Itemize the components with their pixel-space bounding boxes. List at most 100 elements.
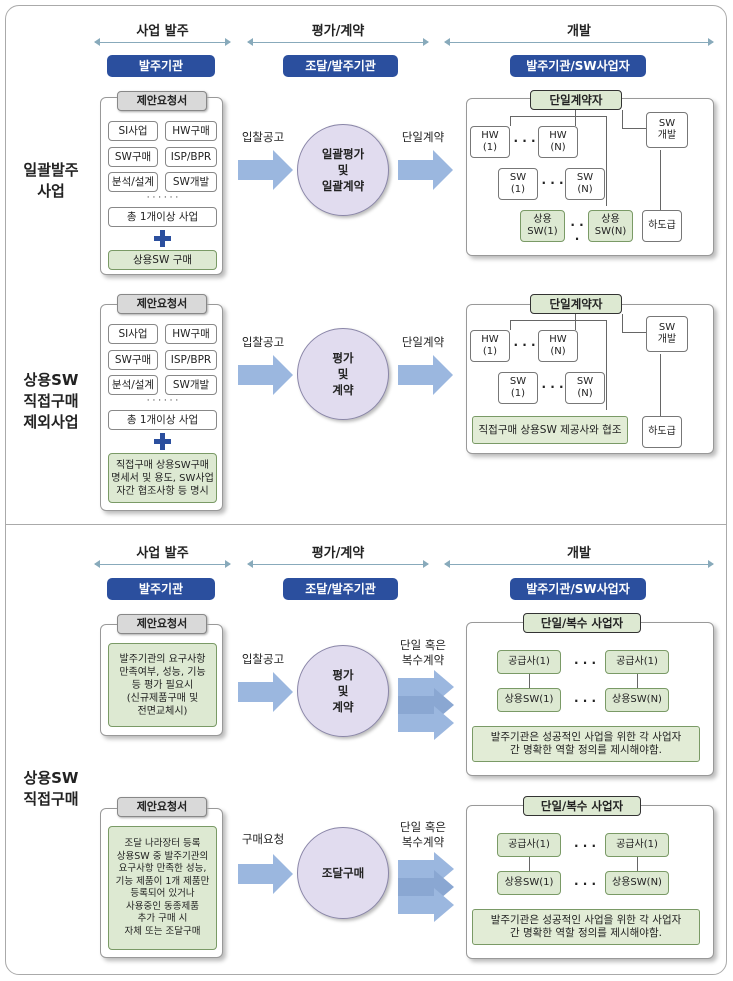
row-label-2: 상용SW 직접구매 제외사업 xyxy=(23,371,79,431)
r4-sup1: 공급사(1) xyxy=(497,833,561,857)
dots-1c: · · · xyxy=(570,218,584,246)
header-col1: 사업 발주 xyxy=(136,24,189,39)
rfp1-item-sw: SW구매 xyxy=(108,147,158,167)
label-bid-2: 입찰공고 xyxy=(241,335,285,349)
arrow-right-1b xyxy=(398,150,453,190)
box2-hw1: HW (1) xyxy=(470,330,510,362)
dots-4b: · · · xyxy=(573,877,597,891)
pill-col3: 발주기관/SW사업자 xyxy=(510,55,646,77)
circle-4: 조달구매 xyxy=(297,827,389,919)
header-col3: 개발 xyxy=(567,24,591,39)
box-sw1: SW (1) xyxy=(498,168,538,200)
dots-1a: · · · xyxy=(513,134,536,148)
contract-title-1: 단일계약자 xyxy=(530,90,622,110)
label-single-multi-3: 단일 혹은 복수계약 xyxy=(400,638,446,667)
arrow-right-4a xyxy=(238,854,293,894)
span-arrow-col1 xyxy=(94,38,231,46)
dots-1b: · · · xyxy=(541,176,564,190)
box-swdev: SW 개발 xyxy=(646,112,688,148)
dots-2b: · · · xyxy=(541,380,564,394)
span-arrow-col2 xyxy=(247,38,429,46)
pill2-col1: 발주기관 xyxy=(107,578,215,600)
r3-sup2: 공급사(1) xyxy=(605,650,669,674)
r3-csw1: 상용SW(1) xyxy=(497,688,561,712)
contract-title-4: 단일/복수 사업자 xyxy=(523,796,641,816)
rfp2-item-hw: HW구매 xyxy=(165,324,217,344)
rfp-title-2: 제안요청서 xyxy=(117,294,207,314)
coop-box: 직접구매 상용SW 제공사와 협조 xyxy=(472,416,628,444)
rfp1-bottom: 상용SW 구매 xyxy=(108,250,217,270)
rfp2-item-swdev: SW개발 xyxy=(165,375,217,395)
circle-2: 평가 및 계약 xyxy=(297,328,389,420)
box2-sw1: SW (1) xyxy=(498,372,538,404)
r4-cswn: 상용SW(N) xyxy=(605,871,669,895)
box-cswn: 상용 SW(N) xyxy=(588,210,633,242)
rfp3-text: 발주기관의 요구사항 만족여부, 성능, 기능 등 평가 필요시 (신규제품구매… xyxy=(108,643,217,727)
pill-col2: 조달/발주기관 xyxy=(283,55,398,77)
rfp1-total: 총 1개이상 사업 xyxy=(108,207,217,227)
box-sub-1: 하도급 xyxy=(642,210,682,242)
span2-arrow-col1 xyxy=(94,560,231,568)
box-hw1: HW (1) xyxy=(470,126,510,158)
label-single-2: 단일계약 xyxy=(401,335,445,349)
contract-title-3: 단일/복수 사업자 xyxy=(523,613,641,633)
plus-icon xyxy=(154,433,171,450)
dots-4a: · · · xyxy=(573,839,597,853)
pill2-col3: 발주기관/SW사업자 xyxy=(510,578,646,600)
label-single-1: 단일계약 xyxy=(401,130,445,144)
r3-cswn: 상용SW(N) xyxy=(605,688,669,712)
rfp1-item-hw: HW구매 xyxy=(165,121,217,141)
arrow-right-3a xyxy=(238,672,293,712)
dots-2a: · · · xyxy=(513,338,536,352)
header2-col3: 개발 xyxy=(567,546,591,561)
rfp1-item-isp: ISP/BPR xyxy=(165,147,217,167)
label-bid-1: 입찰공고 xyxy=(241,130,285,144)
arrow-right-2b xyxy=(398,355,453,395)
span2-arrow-col3 xyxy=(444,560,714,568)
arrow-right-2a xyxy=(238,355,293,395)
outer-frame xyxy=(5,5,727,975)
rfp2-total: 총 1개이상 사업 xyxy=(108,410,217,430)
pill-col1: 발주기관 xyxy=(107,55,215,77)
row-label-3: 상용SW 직접구매 xyxy=(23,769,79,808)
dots-3b: · · · xyxy=(573,694,597,708)
circle-3: 평가 및 계약 xyxy=(297,645,389,737)
arrow-stack-4 xyxy=(398,852,454,922)
pill2-col2: 조달/발주기관 xyxy=(283,578,398,600)
rfp1-dots: · · · · · · xyxy=(146,193,179,203)
r4-note: 발주기관은 성공적인 사업을 위한 각 사업자 간 명확한 역할 정의를 제시해… xyxy=(472,909,700,945)
rfp1-item-si: SI사업 xyxy=(108,121,158,141)
label-purchase-req: 구매요청 xyxy=(241,832,285,846)
section-divider xyxy=(5,524,727,525)
plus-icon xyxy=(154,230,171,247)
header2-col1: 사업 발주 xyxy=(136,546,189,561)
rfp2-bottom: 직접구매 상용SW구매 명세서 및 용도, SW사업 자간 협조사항 등 명시 xyxy=(108,453,217,503)
arrow-stack-3 xyxy=(398,670,454,740)
box-csw1: 상용 SW(1) xyxy=(520,210,565,242)
rfp-title-4: 제안요청서 xyxy=(117,797,207,817)
header-col2: 평가/계약 xyxy=(311,24,365,39)
rfp4-text: 조달 나라장터 등록 상용SW 중 발주기관의 요구사항 만족한 성능, 기능 … xyxy=(108,826,217,950)
box-swn: SW (N) xyxy=(565,168,605,200)
box-hwn: HW (N) xyxy=(538,126,578,158)
rfp2-item-sw: SW구매 xyxy=(108,350,158,370)
rfp2-item-isp: ISP/BPR xyxy=(165,350,217,370)
rfp2-dots: · · · · · · xyxy=(146,396,179,406)
rfp2-item-analysis: 분석/설계 xyxy=(108,375,158,395)
label-single-multi-4: 단일 혹은 복수계약 xyxy=(400,820,446,849)
rfp2-item-si: SI사업 xyxy=(108,324,158,344)
label-bid-3: 입찰공고 xyxy=(241,652,285,666)
r4-csw1: 상용SW(1) xyxy=(497,871,561,895)
span2-arrow-col2 xyxy=(247,560,429,568)
r3-note: 발주기관은 성공적인 사업을 위한 각 사업자 간 명확한 역할 정의를 제시해… xyxy=(472,726,700,762)
rfp-title-3: 제안요청서 xyxy=(117,614,207,634)
arrow-right-1a xyxy=(238,150,293,190)
contract-title-2: 단일계약자 xyxy=(530,294,622,314)
box2-hwn: HW (N) xyxy=(538,330,578,362)
r4-sup2: 공급사(1) xyxy=(605,833,669,857)
row-label-1: 일괄발주 사업 xyxy=(23,161,79,200)
rfp1-item-swdev: SW개발 xyxy=(165,172,217,192)
r3-sup1: 공급사(1) xyxy=(497,650,561,674)
dots-3a: · · · xyxy=(573,656,597,670)
box2-swdev: SW 개발 xyxy=(646,316,688,352)
